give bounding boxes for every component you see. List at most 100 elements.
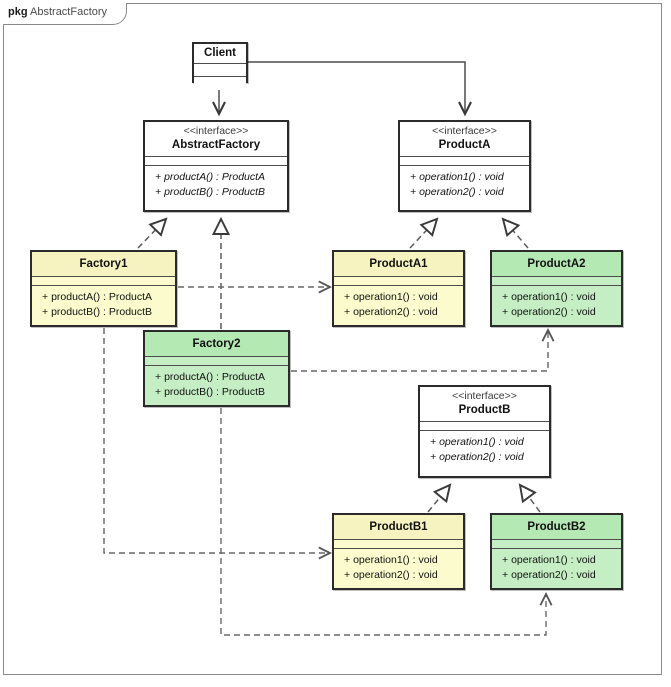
operation-separator: :	[570, 291, 574, 303]
operation-separator: :	[216, 171, 219, 183]
visibility-marker: +	[344, 306, 351, 318]
operation-signature: operation1()	[353, 291, 410, 303]
operation-separator: :	[216, 186, 219, 198]
class-box-productb[interactable]: <<interface>> ProductB + operation1() : …	[418, 385, 551, 478]
operation-signature: operation2()	[353, 569, 410, 581]
operation-row: + operation1() : void	[334, 553, 463, 568]
attributes-compartment-producta2	[492, 277, 621, 286]
operation-type: ProductB	[221, 386, 266, 398]
operation-row: + productB() : ProductB	[145, 385, 288, 400]
operation-type: void	[504, 436, 524, 448]
class-name-client: Client	[204, 47, 236, 59]
class-header-client: Client	[194, 44, 246, 64]
class-header-producta: <<interface>> ProductA	[400, 122, 529, 156]
class-name-producta: ProductA	[438, 139, 491, 151]
operation-row: + productA() : ProductA	[32, 290, 175, 305]
class-box-factory1[interactable]: Factory1 + productA() : ProductA + produ…	[30, 250, 177, 327]
operation-separator: :	[103, 291, 106, 303]
operation-type: void	[484, 186, 504, 198]
package-tab	[3, 3, 127, 25]
header-separator	[420, 421, 549, 422]
class-name-factory1: Factory1	[79, 258, 128, 270]
operation-row: + operation2() : void	[334, 568, 463, 583]
operation-row: + operation2() : void	[492, 568, 621, 583]
header-separator	[400, 156, 529, 157]
class-box-factory2[interactable]: Factory2 + productA() : ProductA + produ…	[143, 330, 290, 407]
class-box-client[interactable]: Client	[192, 42, 248, 90]
operation-signature: productA()	[164, 171, 214, 183]
operations-compartment-productb: + operation1() : void + operation2() : v…	[420, 431, 549, 469]
operation-row: + operation2() : void	[420, 450, 549, 465]
header-separator	[492, 539, 621, 540]
operation-row: + operation1() : void	[334, 290, 463, 305]
operation-separator: :	[216, 386, 219, 398]
visibility-marker: +	[430, 436, 437, 448]
operation-type: ProductA	[221, 171, 266, 183]
operation-signature: operation2()	[353, 306, 410, 318]
operation-separator: :	[498, 436, 502, 448]
class-header-productb: <<interface>> ProductB	[420, 387, 549, 421]
operation-signature: operation1()	[439, 436, 496, 448]
operation-type: void	[576, 306, 596, 318]
operation-type: ProductB	[108, 306, 153, 318]
class-box-productb1[interactable]: ProductB1 + operation1() : void + operat…	[332, 513, 465, 590]
stereotype-abstractfactory: <<interface>>	[183, 125, 249, 137]
class-box-productb2[interactable]: ProductB2 + operation1() : void + operat…	[490, 513, 623, 590]
class-header-abstractfactory: <<interface>> AbstractFactory	[145, 122, 287, 156]
operation-separator: :	[216, 371, 219, 383]
operations-compartment-abstractfactory: + productA() : ProductA + productB() : P…	[145, 166, 287, 204]
operations-compartment-producta: + operation1() : void + operation2() : v…	[400, 166, 529, 204]
class-name-factory2: Factory2	[192, 338, 241, 350]
visibility-marker: +	[344, 291, 351, 303]
operation-row: + operation1() : void	[400, 170, 529, 185]
class-name-producta1: ProductA1	[369, 258, 428, 270]
class-header-productb1: ProductB1	[334, 515, 463, 539]
attributes-compartment-producta	[400, 157, 529, 166]
operations-compartment-productb2: + operation1() : void + operation2() : v…	[492, 549, 621, 587]
visibility-marker: +	[42, 291, 49, 303]
operation-signature: operation2()	[511, 569, 568, 581]
visibility-marker: +	[344, 569, 351, 581]
operation-type: ProductB	[221, 186, 266, 198]
operation-signature: productA()	[164, 371, 214, 383]
header-separator	[32, 276, 175, 277]
operation-type: void	[418, 569, 438, 581]
operation-type: void	[418, 306, 438, 318]
operation-row: + operation1() : void	[492, 553, 621, 568]
package-name: AbstractFactory	[30, 6, 108, 18]
operation-separator: :	[570, 554, 574, 566]
operation-signature: operation2()	[511, 306, 568, 318]
operation-type: void	[484, 171, 504, 183]
class-header-producta1: ProductA1	[334, 252, 463, 276]
operation-type: ProductA	[108, 291, 153, 303]
class-name-productb: ProductB	[458, 404, 511, 416]
class-box-producta1[interactable]: ProductA1 + operation1() : void + operat…	[332, 250, 465, 327]
operation-signature: operation1()	[419, 171, 476, 183]
package-keyword: pkg	[8, 6, 28, 18]
operation-separator: :	[478, 186, 482, 198]
operation-type: ProductA	[221, 371, 266, 383]
operation-signature: operation1()	[511, 291, 568, 303]
class-name-productb1: ProductB1	[369, 521, 428, 533]
operation-row: + productB() : ProductB	[145, 185, 287, 200]
visibility-marker: +	[344, 554, 351, 566]
operation-signature: operation2()	[439, 451, 496, 463]
operation-signature: productB()	[51, 306, 101, 318]
operation-separator: :	[412, 569, 416, 581]
class-box-abstractfactory[interactable]: <<interface>> AbstractFactory + productA…	[143, 120, 289, 212]
class-name-productb2: ProductB2	[527, 521, 586, 533]
visibility-marker: +	[430, 451, 437, 463]
class-box-producta2[interactable]: ProductA2 + operation1() : void + operat…	[490, 250, 623, 327]
operation-separator: :	[478, 171, 482, 183]
operation-separator: :	[570, 569, 574, 581]
class-header-factory1: Factory1	[32, 252, 175, 276]
operation-type: void	[576, 554, 596, 566]
visibility-marker: +	[410, 186, 417, 198]
header-separator	[334, 539, 463, 540]
package-label: pkg AbstractFactory	[8, 6, 107, 18]
visibility-marker: +	[502, 306, 509, 318]
class-box-producta[interactable]: <<interface>> ProductA + operation1() : …	[398, 120, 531, 212]
header-separator	[492, 276, 621, 277]
attributes-compartment-producta1	[334, 277, 463, 286]
